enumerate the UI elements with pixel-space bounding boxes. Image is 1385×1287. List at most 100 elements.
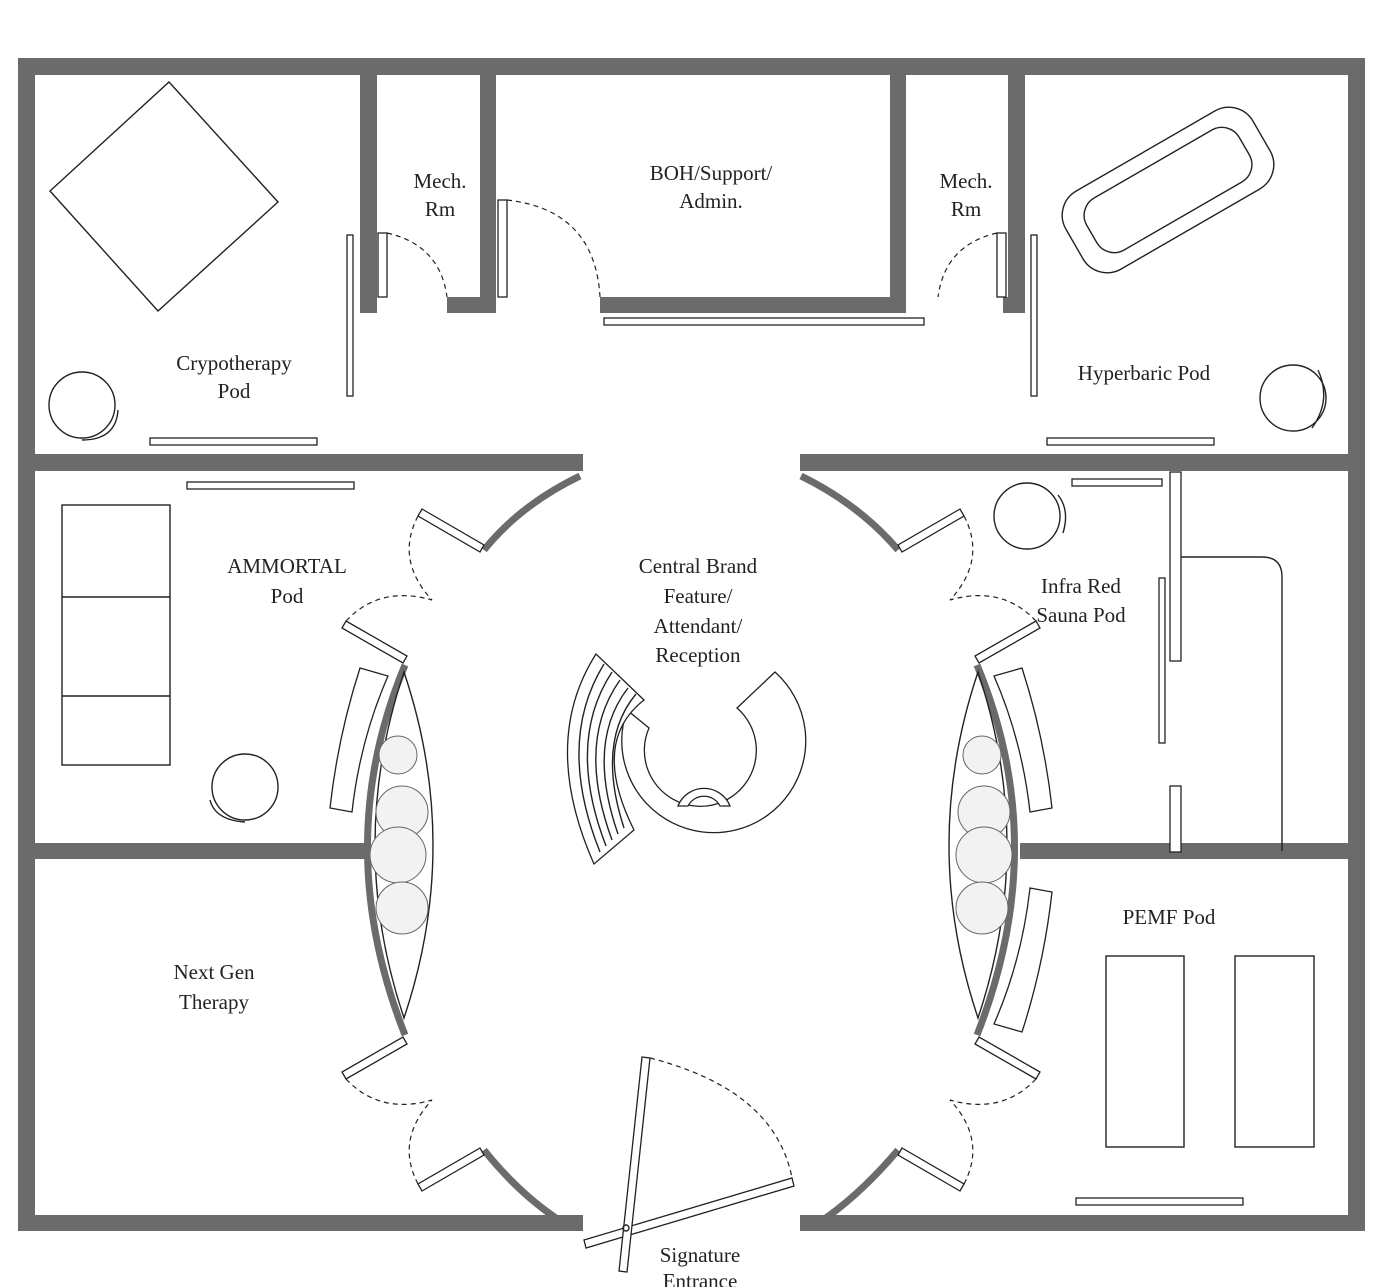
plant-icon bbox=[955, 881, 1009, 935]
label-ammortal-1: AMMORTAL bbox=[227, 554, 347, 578]
plant-icon bbox=[962, 735, 1002, 775]
door-leaf bbox=[974, 1036, 1041, 1080]
door-swing bbox=[949, 1099, 974, 1185]
round-fixture-rim bbox=[1057, 494, 1067, 534]
wall-mech-boh bbox=[480, 75, 496, 313]
door-swing bbox=[949, 1078, 1037, 1106]
entrance-pivot-door bbox=[583, 1177, 795, 1249]
label-boh-2: Admin. bbox=[679, 189, 743, 213]
fixtures bbox=[48, 81, 1327, 1206]
label-nextgen-1: Next Gen bbox=[173, 960, 255, 984]
round-fixture bbox=[993, 482, 1061, 550]
door-leaf bbox=[897, 1147, 965, 1192]
curved-wall-east-planter bbox=[973, 663, 1018, 1037]
label-entrance-2: Entrance bbox=[663, 1269, 738, 1287]
sauna-partition bbox=[1169, 471, 1182, 662]
curved-wall-ne-right bbox=[799, 472, 901, 553]
door-leaf bbox=[996, 232, 1007, 298]
sauna-partition bbox=[1169, 785, 1182, 853]
wall-shelf bbox=[1071, 478, 1163, 487]
label-mech-left-2: Rm bbox=[425, 197, 455, 221]
outer-wall-bottom-right bbox=[800, 1215, 1365, 1231]
bench-east bbox=[993, 667, 1053, 813]
door-swing bbox=[408, 1099, 433, 1185]
label-nextgen-2: Therapy bbox=[179, 990, 249, 1014]
planter-west-outline bbox=[374, 669, 434, 1021]
plant-icon bbox=[375, 881, 429, 935]
plant-icon bbox=[378, 735, 418, 775]
pemf-mat bbox=[1105, 955, 1185, 1148]
door-swing bbox=[408, 515, 433, 601]
pivot-point bbox=[622, 1224, 630, 1232]
door-leaf bbox=[417, 508, 485, 553]
wall-shelf bbox=[186, 481, 355, 490]
label-central-1: Central Brand bbox=[639, 554, 758, 578]
reception-desk bbox=[566, 652, 807, 866]
outer-wall-right bbox=[1348, 58, 1365, 1231]
label-cryotherapy-1: Crypotherapy bbox=[176, 351, 292, 375]
outer-wall-left bbox=[18, 58, 35, 1231]
cryo-chamber bbox=[49, 81, 279, 312]
round-fixture bbox=[1259, 364, 1327, 432]
wall-row2-right bbox=[1020, 843, 1348, 859]
wall-shelf bbox=[346, 234, 354, 397]
bench-west bbox=[329, 667, 389, 813]
reception-counter-slats bbox=[578, 663, 637, 853]
door-leaf bbox=[341, 1036, 408, 1080]
wall-shelf bbox=[1030, 234, 1038, 397]
outer-wall-top bbox=[18, 58, 1365, 75]
round-fixture bbox=[211, 753, 279, 821]
door-swing bbox=[649, 1057, 793, 1179]
door-swing bbox=[386, 232, 448, 298]
wall-shelf bbox=[1046, 437, 1215, 446]
round-fixture-rim bbox=[1311, 369, 1325, 429]
wall-shelf bbox=[149, 437, 318, 446]
label-infrared-1: Infra Red bbox=[1041, 574, 1121, 598]
curved-wall-west-planter bbox=[364, 663, 409, 1037]
label-ammortal-2: Pod bbox=[271, 584, 304, 608]
label-central-3: Attendant/ bbox=[654, 614, 743, 638]
curved-walls bbox=[364, 472, 1018, 1225]
door-leaf bbox=[341, 620, 408, 664]
wall-row2-left bbox=[35, 843, 365, 859]
doors bbox=[341, 199, 1041, 1273]
wall-mech-hyper bbox=[1008, 75, 1025, 313]
wall-boh-bottom bbox=[600, 297, 906, 313]
wall-shelf bbox=[603, 317, 925, 326]
label-cryotherapy-2: Pod bbox=[218, 379, 251, 403]
round-fixture-rim bbox=[81, 409, 119, 441]
label-entrance-1: Signature bbox=[660, 1243, 740, 1267]
sauna-bench bbox=[1181, 556, 1283, 851]
label-mech-right-2: Rm bbox=[951, 197, 981, 221]
wall-mech-left-stub bbox=[447, 297, 496, 313]
door-leaf bbox=[377, 232, 388, 298]
door-leaf bbox=[417, 1147, 485, 1192]
round-fixture-rim bbox=[209, 799, 246, 823]
walls bbox=[18, 58, 1365, 1231]
curved-wall-sw-left bbox=[481, 1147, 564, 1225]
door-swing bbox=[937, 232, 998, 298]
wall-boh-mech bbox=[890, 75, 906, 313]
door-swing bbox=[345, 594, 433, 622]
plant-icon bbox=[955, 826, 1013, 884]
label-mech-right-1: Mech. bbox=[939, 169, 992, 193]
room-labels: Crypotherapy Pod Mech. Rm BOH/Support/ A… bbox=[173, 161, 1215, 1287]
label-central-4: Reception bbox=[655, 643, 741, 667]
door-swing bbox=[949, 594, 1037, 622]
plant-icon bbox=[369, 826, 427, 884]
label-central-2: Feature/ bbox=[664, 584, 733, 608]
label-pemf: PEMF Pod bbox=[1123, 905, 1216, 929]
wall-mech-right-stub bbox=[1003, 297, 1025, 313]
reception-desk-ring bbox=[621, 671, 807, 834]
bench-east-lower bbox=[993, 887, 1053, 1033]
label-infrared-2: Sauna Pod bbox=[1036, 603, 1126, 627]
hyperbaric-chamber bbox=[1061, 106, 1275, 274]
wall-shelf bbox=[1075, 1197, 1244, 1206]
door-swing bbox=[949, 515, 974, 601]
label-mech-left-1: Mech. bbox=[413, 169, 466, 193]
planters bbox=[329, 667, 1053, 1033]
curved-wall-ne-left bbox=[481, 472, 582, 553]
sauna-partition bbox=[1158, 577, 1166, 744]
label-hyperbaric: Hyperbaric Pod bbox=[1078, 361, 1211, 385]
